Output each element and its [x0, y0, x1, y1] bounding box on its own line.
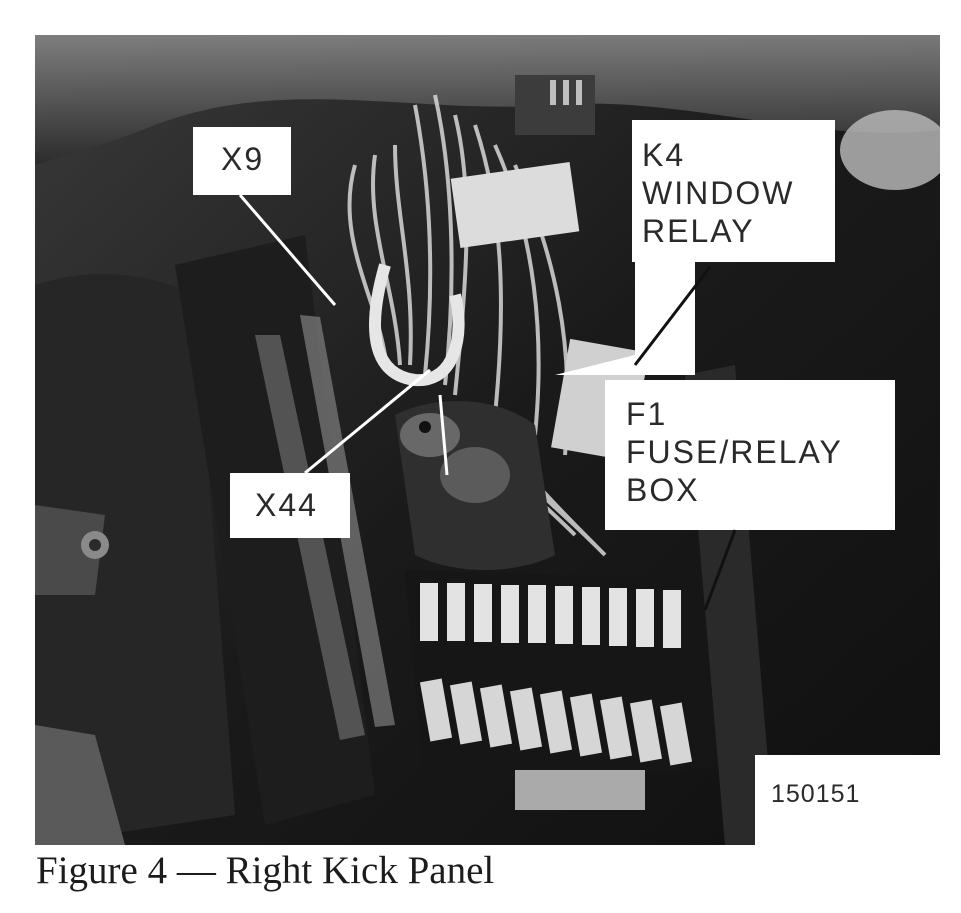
label-k4-line1: K4 [642, 137, 686, 173]
label-k4-line2: WINDOW [642, 175, 795, 211]
figure-caption: Figure 4 — Right Kick Panel [36, 849, 495, 892]
label-k4-window-relay: K4 WINDOW RELAY [642, 136, 794, 250]
kick-panel-photo [35, 35, 940, 845]
label-f1-fuse-relay-box: F1 FUSE/RELAY BOX [626, 395, 843, 509]
label-k4-line3: RELAY [642, 213, 755, 249]
label-x44: X44 [255, 487, 318, 523]
label-x9: X9 [221, 141, 265, 177]
label-f1-line2: FUSE/RELAY [626, 434, 843, 470]
figure-image-id: 150151 [771, 780, 861, 808]
label-f1-line1: F1 [626, 396, 668, 432]
label-f1-line3: BOX [626, 472, 700, 508]
